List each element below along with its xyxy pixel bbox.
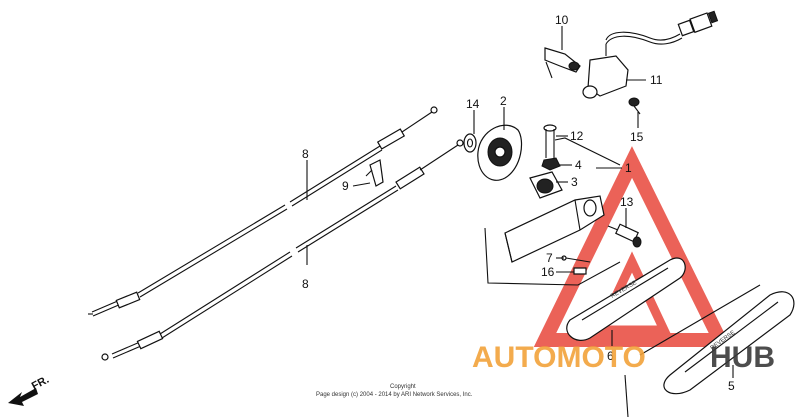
copyright-block: Copyright Page design (c) 2004 - 2014 by… bbox=[316, 384, 473, 398]
front-label: FR. bbox=[30, 374, 51, 393]
housing-plate bbox=[477, 124, 523, 181]
label-part-2: 2 bbox=[500, 94, 507, 108]
clip-small bbox=[573, 267, 587, 275]
label-part-12: 12 bbox=[570, 129, 584, 143]
switch-unit bbox=[582, 10, 719, 99]
callout-labels: 8 8 9 10 11 15 12 4 3 1 14 2 13 7 16 6 5 bbox=[302, 13, 735, 393]
assembly-box bbox=[484, 137, 621, 286]
washer bbox=[463, 133, 477, 153]
label-part-4: 4 bbox=[575, 158, 582, 172]
label-part-11: 11 bbox=[650, 73, 663, 87]
bracket bbox=[544, 47, 581, 79]
grip-lower: REVERSE bbox=[663, 291, 795, 395]
label-part-8-lower: 8 bbox=[302, 277, 309, 291]
cable-upper bbox=[88, 106, 438, 317]
watermark-text-hub: HUB bbox=[710, 341, 775, 374]
copyright-title: Copyright bbox=[390, 384, 416, 390]
label-part-14: 14 bbox=[466, 97, 480, 111]
leader-lines bbox=[306, 26, 734, 378]
label-part-16: 16 bbox=[541, 265, 555, 279]
cable-clip bbox=[365, 159, 384, 187]
label-part-5: 5 bbox=[728, 379, 735, 393]
nut bbox=[541, 157, 561, 171]
bolt bbox=[543, 124, 557, 158]
panel-box-lower bbox=[624, 284, 761, 417]
label-part-9: 9 bbox=[342, 179, 349, 193]
front-direction-indicator: FR. bbox=[8, 374, 51, 406]
label-part-10: 10 bbox=[555, 13, 569, 27]
shaft bbox=[607, 223, 642, 248]
label-part-1: 1 bbox=[625, 161, 632, 175]
label-part-15: 15 bbox=[630, 130, 644, 144]
screw bbox=[628, 97, 641, 115]
label-part-6: 6 bbox=[607, 349, 614, 363]
switch-body bbox=[529, 171, 563, 199]
label-part-7: 7 bbox=[546, 251, 553, 265]
label-part-13: 13 bbox=[620, 195, 634, 209]
label-part-3: 3 bbox=[571, 175, 578, 189]
front-arrow-icon bbox=[8, 388, 38, 406]
watermark-triangle-outer bbox=[533, 146, 732, 347]
watermark-text-automoto: AUTOMOTO bbox=[472, 341, 646, 374]
copyright-notice: Page design (c) 2004 - 2014 by ARI Netwo… bbox=[316, 392, 473, 398]
cable-lower bbox=[101, 139, 464, 361]
watermark-text: AUTOMOTO HUB bbox=[472, 341, 775, 374]
lever-assembly bbox=[504, 195, 605, 263]
label-part-8-upper: 8 bbox=[302, 147, 309, 161]
